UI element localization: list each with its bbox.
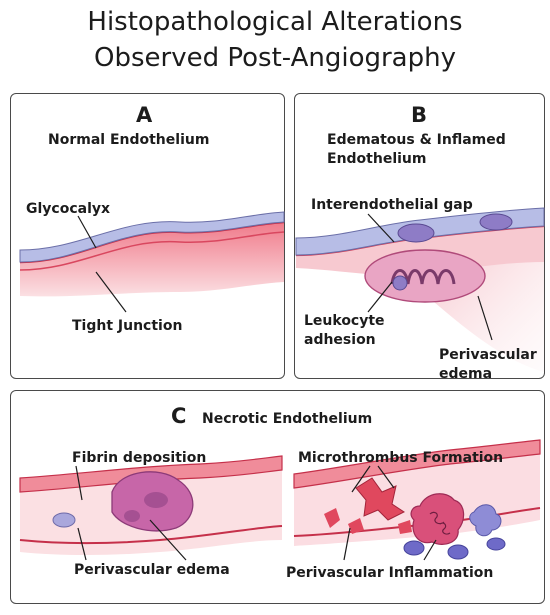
figure-title-line-1: Histopathological Alterations [87, 7, 463, 37]
panel-c-right-upper-wall [293, 439, 541, 489]
panel-b-letter: B [411, 103, 428, 127]
microthrombus-2 [324, 508, 340, 528]
inflammatory-cluster [410, 493, 465, 545]
inflammation-pointer-2 [423, 539, 437, 561]
figure-title-line-2: Observed Post-Angiography [94, 43, 456, 73]
glycocalyx-label: Glycocalyx [26, 201, 111, 217]
panel-b-nucleus-1 [397, 223, 435, 243]
panel-c-left-rbc [52, 512, 76, 528]
fibrin-cell-2 [124, 510, 140, 522]
panel-a-vessel [19, 211, 285, 297]
leukocyte-pointer [367, 281, 393, 313]
panel-b-leukocyte-nucleus [390, 269, 456, 285]
microthrombus-pointer-2 [377, 465, 395, 489]
leukocyte-label-line-1: Leukocyte [304, 313, 385, 329]
microthrombus-4 [398, 520, 412, 534]
gap-label: Interendothelial gap [311, 197, 473, 213]
microthrombus-1 [355, 477, 405, 521]
panel-c-edema-label: Perivascular edema [74, 562, 230, 578]
panel-c-left-vessel [19, 455, 283, 555]
leukocyte-label-line-2: adhesion [304, 332, 376, 348]
panel-c-right-rbc-3 [486, 537, 506, 551]
panel-c-edema-pointer-2 [149, 519, 187, 561]
panel-c-heading: Necrotic Endothelium [202, 411, 373, 427]
panel-c-letter: C [171, 404, 187, 428]
tight-junction-label: Tight Junction [72, 318, 183, 334]
panel-c-left-lower-wall [19, 525, 283, 544]
panel-b-nucleus-2 [479, 213, 513, 231]
inflammation-pointer-1 [343, 527, 351, 561]
inflammation-label: Perivascular Inflammation [286, 565, 494, 581]
panel-c-right-rbc-2 [447, 544, 469, 560]
microthrombus-pointer-1 [351, 465, 371, 493]
panel-c-right-leukocyte [469, 504, 502, 537]
glycocalyx-pointer [77, 215, 97, 249]
fibrin-pointer [75, 465, 83, 501]
panel-a-letter: A [136, 103, 153, 127]
panel-b-small-cell [392, 275, 408, 291]
microthrombus-3 [348, 518, 364, 534]
panel-c-edema-pointer-1 [77, 527, 87, 561]
fibrin-cell-1 [144, 492, 168, 508]
panel-a-heading: Normal Endothelium [48, 132, 210, 148]
panel-b-edema-pointer [477, 295, 493, 341]
panel-c-right-vessel [293, 439, 541, 560]
gap-pointer [367, 213, 395, 243]
fibrin-label: Fibrin deposition [72, 450, 207, 466]
panel-a-glycocalyx-layer [19, 211, 285, 263]
microthrombus-label: Microthrombus Formation [298, 450, 504, 466]
panel-b-heading-line-2: Endothelium [327, 151, 427, 167]
panel-a-inner-line [19, 231, 285, 271]
tight-junction-pointer [95, 271, 127, 313]
panel-b-edema-label-line-1: Perivascular [439, 347, 537, 363]
inflammatory-granules [429, 511, 451, 535]
panel-c-right-rbc-1 [403, 540, 425, 556]
panel-b-edema-label-line-2: edema [439, 366, 493, 382]
panel-b-heading-line-1: Edematous & Inflamed [327, 132, 506, 148]
